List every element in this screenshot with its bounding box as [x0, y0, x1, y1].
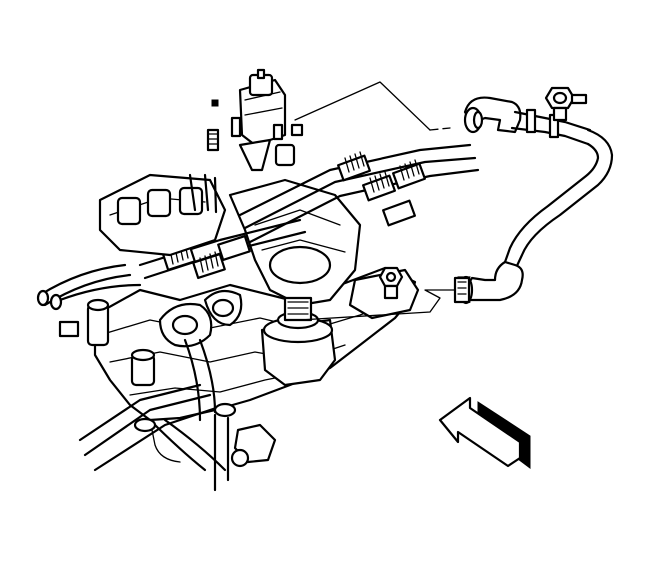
lower-left-pipes: [78, 383, 227, 472]
injector-row-lower: [162, 234, 251, 280]
cylinder-head-outline: [93, 266, 417, 422]
direction-arrow: [438, 396, 531, 469]
hose-clamp: [453, 276, 471, 304]
connector-plug: [206, 68, 304, 172]
intake-manifold-assembly: [36, 143, 480, 472]
bolt: [544, 86, 588, 122]
vacuum-hose: [455, 86, 614, 305]
lower-details: [133, 338, 277, 492]
leader-lines: [294, 81, 456, 321]
injector-row-upper: [337, 151, 426, 227]
